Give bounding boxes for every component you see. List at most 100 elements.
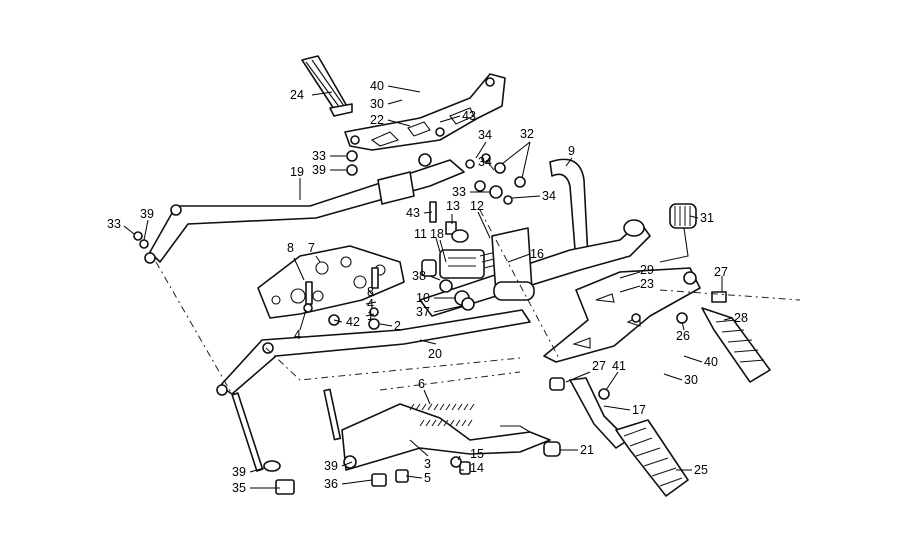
callout: 12 xyxy=(470,199,491,239)
callout-label: 16 xyxy=(530,247,544,261)
callout-label: 12 xyxy=(470,199,484,213)
callout-label: 25 xyxy=(694,463,708,477)
assembly-lines xyxy=(155,209,801,395)
callout: 33 xyxy=(312,149,346,163)
callout: 42 xyxy=(333,315,360,329)
callout: 33 xyxy=(107,217,135,235)
part-lower-bar-20 xyxy=(216,309,531,396)
callout: 16 xyxy=(507,247,544,263)
callout: 13 xyxy=(446,199,460,224)
callout-label: 22 xyxy=(370,113,384,127)
callout-label: 34 xyxy=(478,155,492,169)
callout: 15 xyxy=(457,447,484,461)
callout-label: 24 xyxy=(290,88,304,102)
callout-label: 10 xyxy=(416,291,430,305)
callout-label: 23 xyxy=(640,277,654,291)
callout-label: 9 xyxy=(568,144,575,158)
callout-label: 18 xyxy=(430,227,444,241)
callout-label: 19 xyxy=(290,165,304,179)
callout-label: 11 xyxy=(414,227,427,241)
callout-label: 6 xyxy=(418,377,425,391)
callout: 43 xyxy=(406,206,433,220)
callout-label: 27 xyxy=(714,265,728,279)
callout: 36 xyxy=(324,477,373,491)
callout: 6 xyxy=(418,377,431,405)
callout: 3 xyxy=(409,439,431,471)
callout: 8 xyxy=(367,285,375,299)
callout: 40 xyxy=(683,355,718,369)
callout-label: 27 xyxy=(592,359,606,373)
callout: 27 xyxy=(714,265,728,292)
callout-label: 36 xyxy=(324,477,338,491)
callout: 5 xyxy=(405,471,431,485)
callout: 20 xyxy=(419,339,442,361)
callout-label: 35 xyxy=(232,481,246,495)
callout: 43 xyxy=(439,109,476,123)
callout-label: 42 xyxy=(346,315,360,329)
callout-label: 41 xyxy=(612,359,626,373)
callout-label: 26 xyxy=(676,329,690,343)
callout: 14 xyxy=(460,461,484,475)
callout-label: 21 xyxy=(580,443,594,457)
callout: 35 xyxy=(232,481,280,495)
callout-label: 40 xyxy=(370,79,384,93)
callout-label: 17 xyxy=(632,403,646,417)
callout: 41 xyxy=(605,359,626,391)
callout: 38 xyxy=(412,269,441,283)
callout: 18 xyxy=(430,227,447,263)
part-curved-tube-9 xyxy=(419,158,651,317)
part-shift-lever-17 xyxy=(549,377,689,497)
callout: 19 xyxy=(290,165,304,200)
callout-label: 8 xyxy=(287,241,294,255)
callout-label: 33 xyxy=(452,185,466,199)
callout: 34 xyxy=(475,128,492,159)
callout: 26 xyxy=(676,321,690,343)
callout-label: 2 xyxy=(394,319,401,333)
callouts: 24 40 30 22 43 34 32 9 33 39 19 33 34 33… xyxy=(107,79,748,495)
callout: 27 xyxy=(565,359,606,383)
callout: 39 xyxy=(140,207,154,241)
part-long-bolt-35 xyxy=(231,392,295,495)
part-brake-pedal-3 xyxy=(323,388,561,487)
callout: 2 xyxy=(379,319,401,333)
callout-label: 43 xyxy=(462,109,476,123)
callout: 39 xyxy=(324,459,353,473)
callout-label: 13 xyxy=(446,199,460,213)
callout: 1 xyxy=(365,309,375,323)
part-footrest-plate-23 xyxy=(543,267,701,363)
callout: 34 xyxy=(478,155,495,171)
part-hardware-plate xyxy=(303,267,380,330)
callout-label: 34 xyxy=(478,128,492,142)
callout-label: 33 xyxy=(312,149,326,163)
callout-label: 39 xyxy=(232,465,246,479)
part-nuts-washers xyxy=(133,150,526,249)
callout-label: 8 xyxy=(367,285,374,299)
callout-label: 30 xyxy=(684,373,698,387)
callout: 31 xyxy=(689,211,714,225)
callout-label: 5 xyxy=(424,471,431,485)
callout-label: 38 xyxy=(412,269,426,283)
callout: 32 xyxy=(501,127,534,179)
part-grip-31 xyxy=(659,203,697,263)
callout-label: 15 xyxy=(470,447,484,461)
callout: 22 xyxy=(370,113,411,127)
callout: 34 xyxy=(511,189,556,203)
callout: 4 xyxy=(365,297,377,311)
callout: 24 xyxy=(290,88,333,102)
callout-label: 20 xyxy=(428,347,442,361)
callout: 39 xyxy=(232,465,265,479)
callout-label: 32 xyxy=(520,127,534,141)
callout: 39 xyxy=(312,163,346,177)
callout: 4 xyxy=(294,309,307,342)
callout-label: 39 xyxy=(312,163,326,177)
callout-label: 33 xyxy=(107,217,121,231)
callout: 37 xyxy=(416,305,463,319)
callout: 17 xyxy=(603,403,646,417)
callout: 11 xyxy=(414,227,441,253)
part-footpeg-28 xyxy=(676,291,771,383)
callout-label: 37 xyxy=(416,305,430,319)
callout: 21 xyxy=(560,443,594,457)
callout-label: 43 xyxy=(406,206,420,220)
callout: 10 xyxy=(416,291,456,305)
